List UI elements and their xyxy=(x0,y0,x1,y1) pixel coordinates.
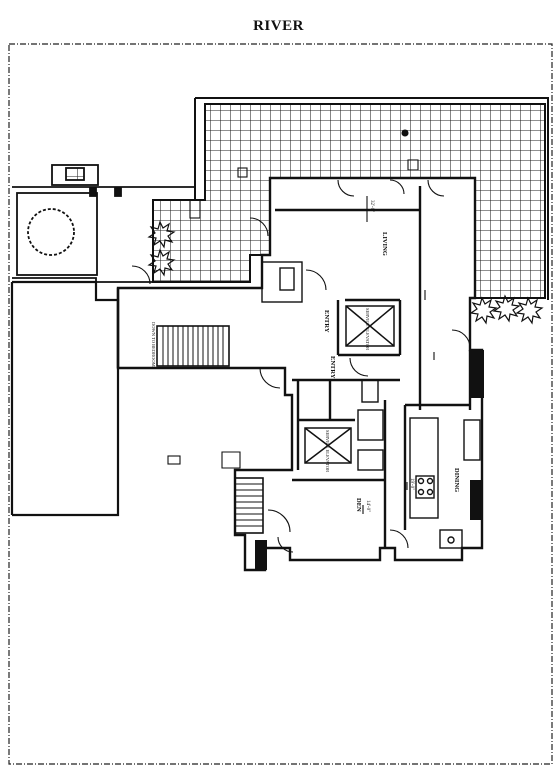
dimension-dining: 19'-0" xyxy=(409,478,414,491)
room-dining: DINING xyxy=(453,468,460,493)
stair xyxy=(156,325,264,534)
elevator-label-2: SERVICE ELEVATOR xyxy=(325,430,330,473)
apartment-walls xyxy=(116,176,484,572)
stair-label: DOWN TO BEDROOMS xyxy=(151,322,156,370)
room-entry: ENTRY xyxy=(323,310,330,333)
dimension-den: 14'-0" xyxy=(365,500,370,513)
dimension-living: 32'-0" xyxy=(369,200,374,213)
left-wall xyxy=(10,280,120,517)
page-title: RIVER xyxy=(253,18,304,34)
room-entry-2: ENTRY xyxy=(329,356,336,379)
details xyxy=(167,129,435,514)
room-den: DEN xyxy=(355,498,362,512)
room-living: LIVING xyxy=(381,232,388,256)
columns xyxy=(255,350,484,570)
planters xyxy=(147,220,544,325)
fixtures xyxy=(261,261,481,549)
elevator-label-1: SERVICE ELEVATOR xyxy=(365,308,370,351)
building-outline xyxy=(8,43,553,765)
balcony xyxy=(12,164,196,283)
terrace xyxy=(152,97,549,300)
elevators xyxy=(304,305,395,464)
doors xyxy=(131,179,471,553)
